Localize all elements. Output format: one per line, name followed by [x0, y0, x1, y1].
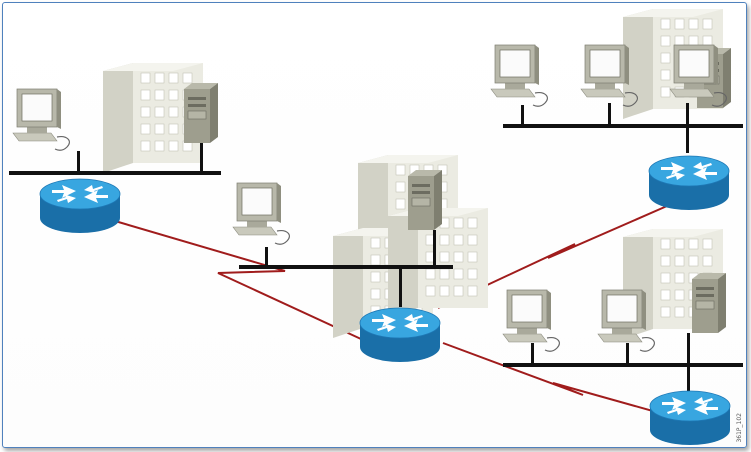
router-icon [648, 155, 730, 211]
figure-id: 361P_102 [736, 413, 743, 443]
router-icon [649, 390, 731, 446]
site-top-right [490, 8, 743, 211]
workstation-icon [12, 88, 70, 151]
router-icon [359, 307, 441, 363]
site-center [232, 154, 489, 363]
wan-link-left [114, 220, 362, 340]
workstation-icon [490, 44, 548, 107]
lan-segment-center [239, 265, 453, 269]
server-tower-icon [691, 272, 727, 334]
wan-link-lower-right [442, 342, 668, 416]
workstation-icon [502, 289, 560, 352]
diagram-frame: 361P_102 [2, 2, 747, 448]
router-icon [39, 178, 121, 234]
server-tower-icon [407, 169, 443, 231]
wan-links [114, 205, 668, 416]
workstation-icon [232, 182, 290, 245]
server-tower-icon [183, 82, 219, 144]
network-diagram [9, 8, 743, 446]
lan-segment-top-left [9, 171, 221, 175]
site-top-left [9, 62, 221, 234]
workstation-icon [597, 289, 655, 352]
lan-segment-bottom-right [503, 363, 743, 367]
wan-link-upper-right [437, 205, 668, 309]
site-bottom-right [502, 228, 743, 446]
lan-segment-top-right [503, 124, 743, 128]
